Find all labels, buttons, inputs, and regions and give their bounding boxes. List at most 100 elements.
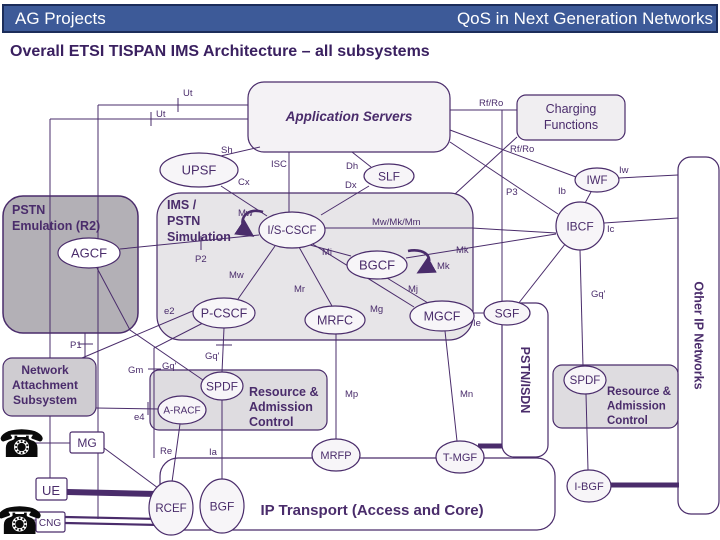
edge-dh [351,151,372,168]
edge-as-iwf [449,129,577,178]
iface-label-ie-31: Ie [473,318,481,329]
iface-label-ut-1: Ut [156,109,166,120]
box-label-pstn-emulation: Emulation (R2) [12,219,100,233]
iface-label-gm-22: Gm [128,365,143,376]
node-sgf [483,300,531,326]
iface-label-mi-13: Mi [322,247,332,258]
phone-icon-2: ☎ [0,499,43,540]
node-label-spdf-right: SPDF [570,375,601,387]
iface-label-mg-15: Mg [370,304,383,315]
node-i-s-cscf [258,211,326,249]
edge-gq-pcscf [221,327,225,373]
box-pstn-isdn [501,302,549,458]
phone-icon-1: ☎ [0,422,45,466]
node-label-i-bgf: I-BGF [574,481,604,493]
iface-label-mj-16: Mj [408,284,418,295]
header-left-text: AG Projects [15,8,106,28]
iface-label-e2-19: e2 [164,306,175,317]
iface-label-ib-32: Ib [558,186,566,197]
box-label-charging-functions: Charging [546,102,597,116]
node-slf [363,163,415,189]
iface-label-isc-6: ISC [271,159,287,170]
node-upsf [159,152,239,188]
edge-ibcf-sgf [517,242,567,305]
edge-spdf-ibgf [585,393,589,471]
node-bgcf [346,250,408,280]
box-label-cng: CNG [39,518,61,529]
iface-label-mn-30: Mn [460,389,473,400]
edge-as-ibcf [449,141,559,215]
node-label-p-cscf: P-CSCF [201,307,248,321]
node-label-t-mgf: T-MGF [443,452,477,464]
edge-e2 [81,309,196,359]
node-label-slf: SLF [378,169,400,183]
iface-label-mr-14: Mr [294,284,305,295]
box-label-resource-admission-control-left: Control [249,415,293,429]
iface-label-ic-34: Ic [607,224,615,235]
edge-ue-rcef-thick [66,489,158,497]
iface-label-rfro-2: Rf/Ro [479,98,503,109]
node-label-mrfc: MRFC [317,314,353,328]
box-label-mg: MG [77,436,96,450]
node-label-a-racf: A-RACF [163,406,200,417]
iface-label-rfro-3: Rf/Ro [510,144,534,155]
edge-re [171,423,181,483]
box-label-charging-functions: Functions [544,118,598,132]
edge-gq-agcf [96,267,204,381]
edge-cng-rcef-2 [64,521,161,527]
node-label-ibcf: IBCF [566,219,593,233]
header-bar: AG Projects QoS in Next Generation Netwo… [2,4,718,33]
node-label-bgf: BGF [210,499,235,513]
box-label-network-attachment-subsystem: Network [21,363,69,377]
box-label-resource-admission-control-right: Control [607,415,648,427]
box-ue [35,477,68,501]
node-label-upsf: UPSF [182,163,217,178]
node-ibcf [555,201,605,251]
mk-loop-arrow [407,249,437,274]
node-t-mgf [435,440,485,474]
node-bgf [199,478,245,534]
node-label-i-s-cscf: I/S-CSCF [267,225,316,237]
edge-mj [386,277,429,304]
box-cng [35,511,66,533]
iface-label-mk-17: Mk [456,245,469,256]
node-agcf [57,237,121,269]
box-label-ims-pstn-simulation: Simulation [167,230,231,244]
edge-dx [320,185,370,216]
box-label-ip-transport: IP Transport (Access and Core) [260,502,483,519]
node-rcef [148,480,194,536]
box-other-ip-networks [677,156,720,515]
iface-label-p3-4: P3 [506,187,518,198]
box-label-ue: UE [42,483,60,498]
box-label-pstn-emulation: PSTN [12,203,45,217]
iface-label-mp-29: Mp [345,389,358,400]
node-spdf-left [200,371,244,401]
edge-mr [298,246,333,307]
node-a-racf [157,395,207,425]
iface-label-e4-26: e4 [134,412,145,423]
iface-label-mwmkmm-12: Mw/Mk/Mm [372,217,421,228]
box-label-application-servers: Application Servers [285,109,413,124]
edge-mn [444,330,458,442]
iface-label-dh-8: Dh [346,161,358,172]
node-label-iwf: IWF [586,175,607,187]
node-label-mrfp: MRFP [320,450,351,462]
iface-label-iw-33: Iw [619,165,629,176]
node-label-agcf: AGCF [71,246,107,261]
iface-label-p2-20: P2 [195,254,207,265]
edge-gq-ibcf [579,249,584,367]
node-label-mgcf: MGCF [424,310,461,324]
node-p-cscf [192,297,256,329]
slide-title: Overall ETSI TISPAN IMS Architecture – a… [10,43,430,60]
box-charging-functions [516,94,626,141]
iface-label-ia-28: Ia [209,447,218,458]
iface-label-gq-23: Gq' [205,351,220,362]
box-label-ims-pstn-simulation: PSTN [167,214,200,228]
edge-mw-mk-mm [325,227,557,234]
node-label-sgf: SGF [495,306,520,320]
box-label-network-attachment-subsystem: Subsystem [13,393,77,407]
box-label-resource-admission-control-left: Admission [249,400,313,414]
box-label-ims-pstn-simulation: IMS / [167,198,197,212]
iface-label-dx-9: Dx [345,180,357,191]
